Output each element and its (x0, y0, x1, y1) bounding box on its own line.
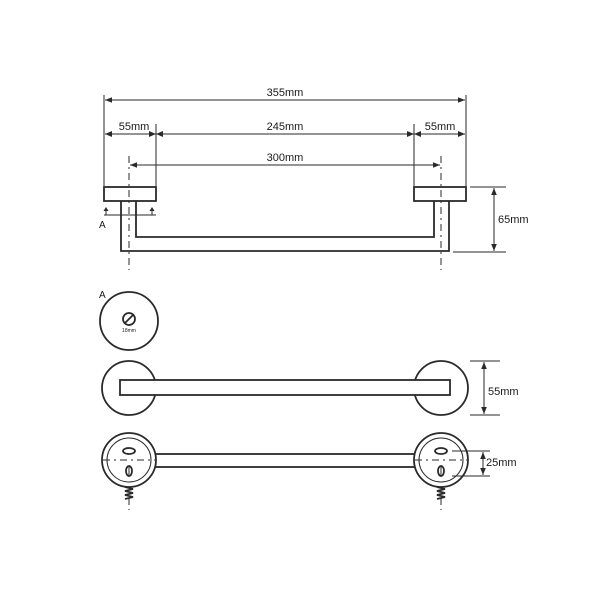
detail-hole-slash (124, 314, 134, 324)
arrow-segment-a (149, 131, 156, 137)
section-arrow-right (149, 207, 155, 211)
section-arrow-left (103, 207, 109, 211)
rear-flange-left (101, 432, 157, 488)
front-view: 355mm 55mm 245mm 55mm 300mm A 65mm (99, 87, 529, 270)
dimension-left-flange-label: 55mm (119, 121, 150, 133)
section-marker-label: A (99, 220, 106, 231)
dimension-inner-label: 245mm (267, 121, 304, 133)
rear-right-top-slot (434, 447, 448, 455)
arrow-segment-b (156, 131, 163, 137)
screw-icon-right (436, 486, 446, 500)
bar-outer-outline (120, 201, 450, 252)
arrow-segment-right (458, 131, 465, 137)
detail-hole-circle (122, 312, 136, 326)
detail-a-label: A (99, 290, 106, 301)
top-bar (119, 379, 451, 396)
rear-left-top-slot (122, 447, 136, 455)
detail-hole-size-label: 18mm (122, 328, 136, 334)
dimension-centers-label: 300mm (267, 152, 304, 164)
dimension-depth-label: 55mm (488, 386, 519, 398)
detail-flange-circle (99, 291, 159, 351)
dimension-overall-label: 355mm (267, 87, 304, 99)
top-view: 55mm (101, 360, 519, 416)
dimension-right-flange-label: 55mm (425, 121, 456, 133)
rear-flange-right (413, 432, 469, 488)
arrow-segment-c (407, 131, 414, 137)
rear-view: 25mm (101, 432, 517, 510)
arrow-segment-d (414, 131, 421, 137)
wall-flange-left (103, 186, 157, 202)
rear-bar (149, 453, 421, 468)
detail-a-view: A 18mm (99, 290, 159, 351)
screw-icon-left (124, 486, 134, 500)
dimension-height-label: 65mm (498, 214, 529, 226)
bar-inner-outline (135, 201, 435, 238)
arrow-segment-left (105, 131, 112, 137)
wall-flange-right (413, 186, 467, 202)
dimension-fixing-label: 25mm (486, 457, 517, 469)
